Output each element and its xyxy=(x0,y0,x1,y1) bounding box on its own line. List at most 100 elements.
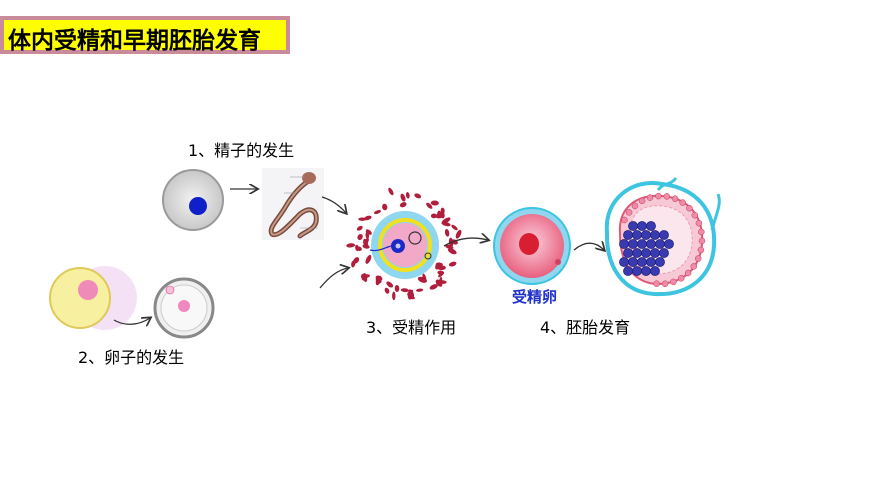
trophoblast-cell xyxy=(697,246,705,254)
granulosa-cell xyxy=(435,214,443,219)
inner-cell xyxy=(664,239,674,249)
granulosa-cell xyxy=(451,224,458,231)
trophoblast-cell xyxy=(655,192,662,200)
inner-cell xyxy=(628,221,638,231)
inner-cell xyxy=(655,257,665,267)
granulosa-cell xyxy=(455,229,462,239)
label-embryo-development: 4、胚胎发育 xyxy=(540,318,631,337)
trophoblast-cell xyxy=(698,237,706,245)
inner-cell xyxy=(650,248,660,258)
trophoblast-cells xyxy=(621,192,706,288)
inner-cell xyxy=(641,248,651,258)
inner-cell xyxy=(623,230,633,240)
inner-cell xyxy=(637,257,647,267)
granulosa-cell xyxy=(364,238,369,245)
inner-cell xyxy=(637,221,647,231)
inner-cell xyxy=(659,248,669,258)
granulosa-cell xyxy=(400,193,406,202)
trophoblast-cell xyxy=(686,204,693,212)
inner-cell xyxy=(650,230,660,240)
inner-cell xyxy=(650,266,660,276)
granulosa-cell xyxy=(361,273,366,281)
arrow-egg-1 xyxy=(113,318,150,324)
trophoblast-cell xyxy=(621,216,628,224)
granulosa-cell xyxy=(416,288,424,292)
inner-cell xyxy=(623,266,633,276)
arrow-sperm-to-fertilization xyxy=(321,196,346,213)
granulosa-cell xyxy=(362,244,370,249)
granulosa-cell xyxy=(365,231,370,240)
trophoblast-cell xyxy=(694,255,702,262)
spermatogonium-cell xyxy=(162,169,224,231)
inner-cell xyxy=(641,230,651,240)
label-egg-development: 2、卵子的发生 xyxy=(78,348,185,367)
granulosa-cell xyxy=(429,284,438,290)
granulosa-cell xyxy=(386,281,394,288)
inner-cell xyxy=(637,239,647,249)
blastocyst xyxy=(604,177,721,297)
granulosa-cell xyxy=(444,228,450,237)
granulosa-cell xyxy=(430,213,437,219)
inner-cell xyxy=(655,239,665,249)
granulosa-cell xyxy=(365,229,372,235)
title-banner: 体内受精和早期胚胎发育 xyxy=(0,16,290,54)
primary-oocyte xyxy=(49,266,137,330)
label-sperm-development: 1、精子的发生 xyxy=(188,141,295,160)
granulosa-cell xyxy=(356,225,363,231)
trophoblast-cell xyxy=(690,263,698,270)
granulosa-cell xyxy=(448,261,457,267)
trophoblast-cell xyxy=(625,209,633,216)
inner-cell xyxy=(628,239,638,249)
label-fertilization: 3、受精作用 xyxy=(366,318,457,337)
zygote-cell xyxy=(493,207,571,285)
inner-cell xyxy=(646,257,656,267)
granulosa-cell xyxy=(384,287,390,294)
inner-cell xyxy=(632,248,642,258)
arrow-fertilization-to-zygote xyxy=(443,238,488,247)
fertilization-egg xyxy=(346,187,462,301)
inner-cell xyxy=(619,239,629,249)
inner-cell xyxy=(632,266,642,276)
inner-cell xyxy=(632,230,642,240)
trophoblast-cell xyxy=(684,269,692,277)
granulosa-cell xyxy=(440,207,445,214)
granulosa-cell xyxy=(408,289,415,299)
trophoblast-cell xyxy=(691,211,699,219)
granulosa-cell xyxy=(435,279,443,287)
inner-cell xyxy=(646,239,656,249)
inner-cell xyxy=(619,257,629,267)
inner-cell xyxy=(628,257,638,267)
inner-cell xyxy=(623,248,633,258)
granulosa-cell xyxy=(441,221,451,227)
granulosa-cell xyxy=(426,202,433,209)
granulosa-cell xyxy=(438,265,446,271)
arrow-zygote-to-embryo xyxy=(573,243,604,250)
trophoblast-cell xyxy=(670,278,677,286)
granulosa-cell xyxy=(400,288,409,293)
granulosa-cell xyxy=(375,275,382,286)
trophoblast-cell xyxy=(661,280,669,288)
inner-cell-mass xyxy=(619,221,674,276)
granulosa-cell xyxy=(373,210,382,215)
label-zygote: 受精卵 xyxy=(512,288,558,306)
granulosa-cell xyxy=(437,270,445,275)
arrow-egg-to-fertilization xyxy=(319,268,348,289)
inner-cell xyxy=(641,266,651,276)
granulosa-cell xyxy=(358,217,367,221)
granulosa-cell xyxy=(392,291,396,301)
granulosa-cell xyxy=(405,192,410,199)
trophoblast-cell xyxy=(677,275,685,282)
inner-cell xyxy=(646,221,656,231)
granulosa-cell xyxy=(382,203,388,211)
granulosa-cell xyxy=(422,273,427,282)
granulosa-cell xyxy=(346,243,356,248)
title-banner-inner: 体内受精和早期胚胎发育 xyxy=(4,20,286,54)
trophoblast-cell xyxy=(671,195,679,202)
trophoblast-cell xyxy=(638,197,646,205)
granulosa-cell xyxy=(353,257,360,264)
granulosa-cell xyxy=(365,254,372,264)
trophoblast-cell xyxy=(653,280,660,287)
granulosa-cell xyxy=(357,233,363,241)
granulosa-cell xyxy=(355,246,362,251)
